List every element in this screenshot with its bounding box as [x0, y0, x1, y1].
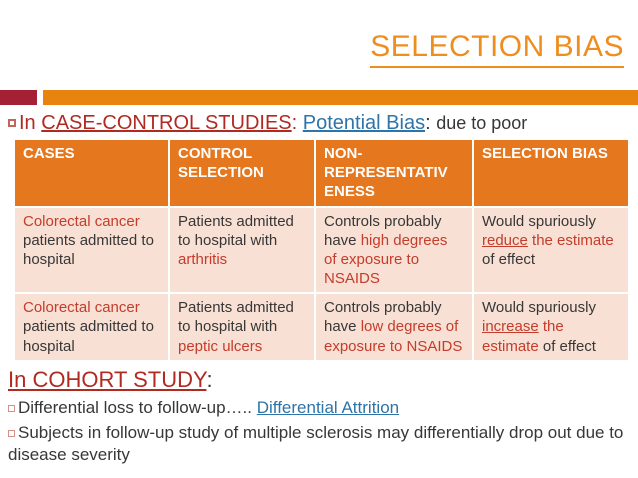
selection-bias-table: CASES CONTROL SELECTION NON- REPRESENTAT…: [15, 140, 628, 360]
table-cell-bias: Would spuriously increase the estimate o…: [472, 292, 628, 360]
cell-text-segment: low degrees of exposure to NSAIDS: [324, 318, 463, 355]
table-cell-cases: Colorectal cancer patients admitted to h…: [15, 206, 168, 293]
cell-text-segment: Colorectal cancer: [23, 299, 140, 317]
cell-text-segment: Would spuriously: [482, 213, 596, 231]
intro-colon: :: [291, 112, 303, 134]
table-body: Colorectal cancer patients admitted to h…: [15, 206, 628, 360]
bullet-square-icon: [8, 119, 16, 127]
table-header-cases: CASES: [15, 140, 168, 207]
potential-bias-link[interactable]: Potential Bias: [302, 112, 426, 134]
bullet-square-icon: [8, 430, 15, 438]
table-row: Colorectal cancer patients admitted to h…: [15, 206, 628, 293]
cell-text-segment: Controls probably have: [324, 213, 442, 250]
case-control-studies-text: CASE-CONTROL STUDIES: [41, 112, 292, 134]
table-row: Colorectal cancer patients admitted to h…: [15, 292, 628, 360]
table-header-selection-bias: SELECTION BIAS: [472, 140, 628, 207]
cell-text-segment: Colorectal cancer: [23, 213, 140, 231]
bullet-line-attrition: Differential loss to follow-up….. Differ…: [8, 397, 634, 419]
intro-line: In CASE-CONTROL STUDIES: Potential Bias:…: [8, 112, 634, 135]
table-header-row: CASES CONTROL SELECTION NON- REPRESENTAT…: [15, 140, 628, 207]
cell-text-segment: of effect: [542, 337, 596, 355]
table-cell-cases: Colorectal cancer patients admitted to h…: [15, 292, 168, 360]
cell-text-segment: the estimate: [527, 232, 614, 250]
cohort-heading-text: In COHORT STUDY: [8, 366, 207, 392]
cell-text-segment: reduce: [482, 232, 528, 250]
cell-text-segment: of effect: [482, 251, 536, 269]
intro-suffix-text: due to poor: [436, 113, 528, 133]
table-cell-nonrep: Controls probably have high degrees of e…: [314, 206, 472, 293]
cell-text-segment: peptic ulcers: [178, 337, 263, 355]
maroon-accent-bar: [0, 90, 37, 105]
page-title: SELECTION BIAS: [370, 30, 624, 68]
bullet-square-icon: [8, 404, 15, 412]
cell-text-segment: Patients admitted to hospital with: [178, 213, 294, 250]
cohort-heading: In COHORT STUDY:: [8, 367, 634, 393]
cell-text-segment: high degrees of exposure to NSAIDS: [324, 232, 448, 288]
table-cell-bias: Would spuriously reduce the estimate of …: [472, 206, 628, 293]
attrition-text: Differential loss to follow-up…..: [18, 397, 257, 417]
table-cell-control: Patients admitted to hospital with pepti…: [168, 292, 314, 360]
orange-accent-bar: [43, 90, 638, 105]
cell-text-segment: increase: [482, 318, 539, 336]
intro-prefix-text: In: [19, 112, 42, 134]
cohort-heading-colon: :: [206, 366, 213, 392]
cell-text-segment: Would spuriously: [482, 299, 596, 317]
cell-text-segment: Patients admitted to hospital with: [178, 299, 294, 336]
subjects-text: Subjects in follow-up study of multiple …: [8, 423, 624, 465]
bullet-line-subjects: Subjects in follow-up study of multiple …: [8, 422, 634, 466]
differential-attrition-link[interactable]: Differential Attrition: [256, 397, 400, 417]
table-header-non-representativeness: NON- REPRESENTATIV ENESS: [314, 140, 472, 207]
cell-text-segment: Controls probably have: [324, 299, 442, 336]
cell-text-segment: arthritis: [178, 251, 228, 269]
cell-text-segment: patients admitted to hospital: [23, 232, 154, 269]
intro-colon-2: :: [425, 112, 437, 134]
table-header-control-selection: CONTROL SELECTION: [168, 140, 314, 207]
table-cell-nonrep: Controls probably have low degrees of ex…: [314, 292, 472, 360]
cell-text-segment: patients admitted to hospital: [23, 318, 154, 355]
cell-text-segment: the estimate: [482, 318, 564, 355]
slide-content: In CASE-CONTROL STUDIES: Potential Bias:…: [8, 110, 634, 470]
table-cell-control: Patients admitted to hospital with arthr…: [168, 206, 314, 293]
